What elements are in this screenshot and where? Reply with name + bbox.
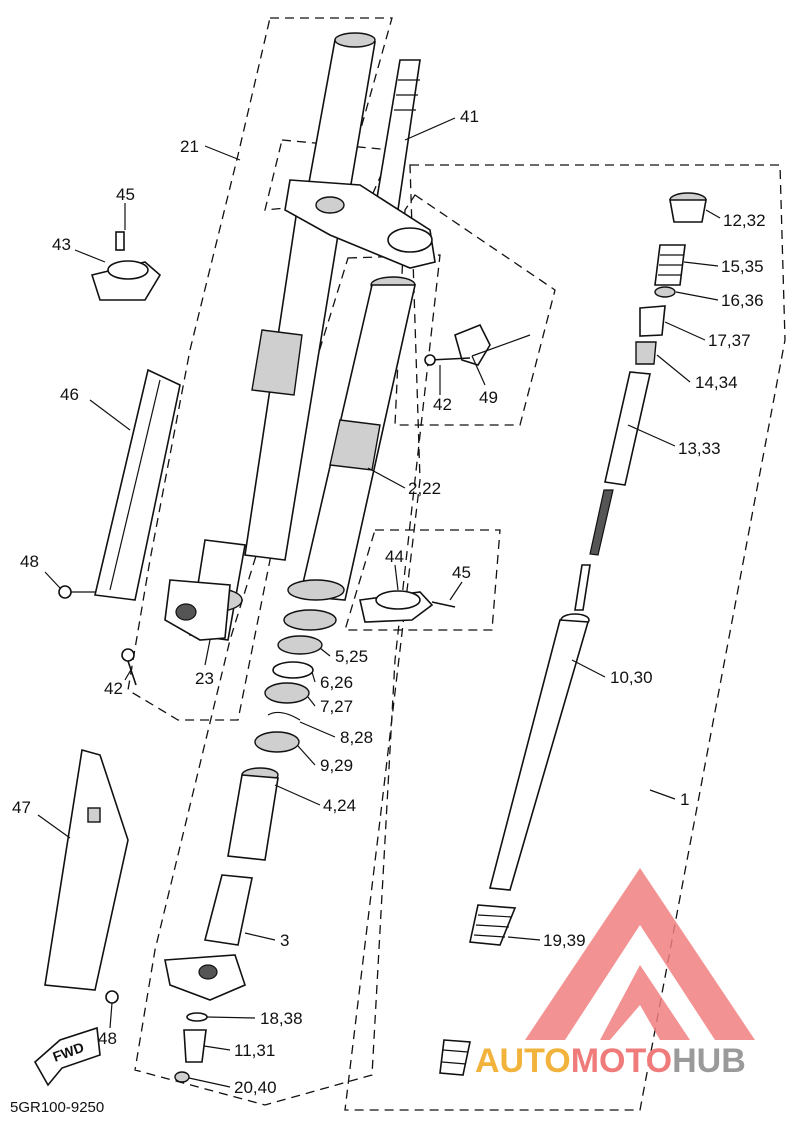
callout-2-22: 2,22 [408, 479, 441, 498]
group-outline-clamp-bracket [394, 194, 556, 426]
callout-12-32: 12,32 [723, 211, 766, 230]
damper-rod-13 [589, 371, 651, 556]
watermark-hub: HUB [672, 1042, 746, 1080]
watermark-inner-mark-icon [600, 965, 690, 1040]
callout-19-39: 19,39 [543, 931, 586, 950]
callout-6-26: 6,26 [320, 673, 353, 692]
watermark-triangle-icon [525, 868, 755, 1040]
fork-guard-46 [58, 368, 181, 601]
outer-tube-21 [181, 32, 376, 641]
washer-16 [654, 286, 676, 298]
cap-bolt-12 [669, 192, 707, 223]
callout-43: 43 [52, 235, 71, 254]
callout-8-28: 8,28 [340, 728, 373, 747]
spring-15 [654, 244, 686, 286]
callout-44: 44 [385, 547, 404, 566]
group-outline-right-fork [344, 164, 786, 1111]
watermark-moto: MOTO [571, 1042, 672, 1080]
fwd-arrow: FWD [33, 1026, 101, 1087]
callout-17-37: 17,37 [708, 331, 751, 350]
callout-13-33: 13,33 [678, 439, 721, 458]
callout-11-31: 11,31 [234, 1041, 275, 1060]
nut-14 [635, 341, 657, 365]
callout-42b: 42 [104, 679, 123, 698]
callout-4-24: 4,24 [323, 796, 356, 815]
outer-tube-lower-3 [164, 767, 279, 1001]
callout-3: 3 [280, 931, 289, 950]
group-outline-clamp-44 [344, 529, 501, 631]
callout-23: 23 [195, 669, 214, 688]
callout-48b: 48 [98, 1029, 117, 1048]
callout-9-29: 9,29 [320, 756, 353, 775]
callout-14-34: 14,34 [695, 373, 738, 392]
callout-7-27: 7,27 [320, 697, 353, 716]
callout-10-30: 10,30 [610, 668, 653, 687]
callout-49: 49 [479, 388, 498, 407]
callout-42: 42 [433, 395, 452, 414]
damper-cartridge-10 [488, 564, 591, 891]
callout-18-38: 18,38 [260, 1009, 303, 1028]
seal-stack [254, 635, 323, 753]
callout-46: 46 [60, 385, 79, 404]
callout-41: 41 [460, 107, 479, 126]
callout-48: 48 [20, 552, 39, 571]
watermark-logo [525, 868, 755, 1040]
leader-lines [37, 117, 721, 1088]
callout-47: 47 [12, 798, 31, 817]
fork-guard-clamp-43 [90, 231, 162, 301]
drawing-code: 5GR100-9250 [10, 1099, 104, 1116]
callout-20-40: 20,40 [234, 1078, 277, 1097]
fork-guard-clamp-44 [359, 590, 456, 623]
callout-21: 21 [180, 137, 199, 156]
callout-16-36: 16,36 [721, 291, 764, 310]
spring-19 [439, 904, 517, 1076]
callout-45b: 45 [452, 563, 471, 582]
bottom-parts [174, 1012, 208, 1083]
bracket-49 [424, 323, 491, 366]
bolt-42 [121, 648, 137, 686]
axle-bracket-23 [164, 579, 231, 641]
collar-17 [639, 305, 666, 337]
watermark-auto: AUTO [475, 1042, 571, 1080]
fork-guard-47 [44, 748, 129, 1004]
callout-labels: 41 21 45 43 12,32 15,35 16,36 17,37 14,3… [12, 107, 766, 1097]
triple-clamp [284, 179, 436, 269]
group-outline-left-fork [127, 17, 393, 721]
watermark-text: AUTOMOTOHUB [475, 1042, 746, 1080]
callout-5-25: 5,25 [335, 647, 368, 666]
callout-45: 45 [116, 185, 135, 204]
callout-1: 1 [680, 790, 689, 809]
callout-15-35: 15,35 [721, 257, 764, 276]
group-outline-lower-tube [134, 254, 441, 1106]
